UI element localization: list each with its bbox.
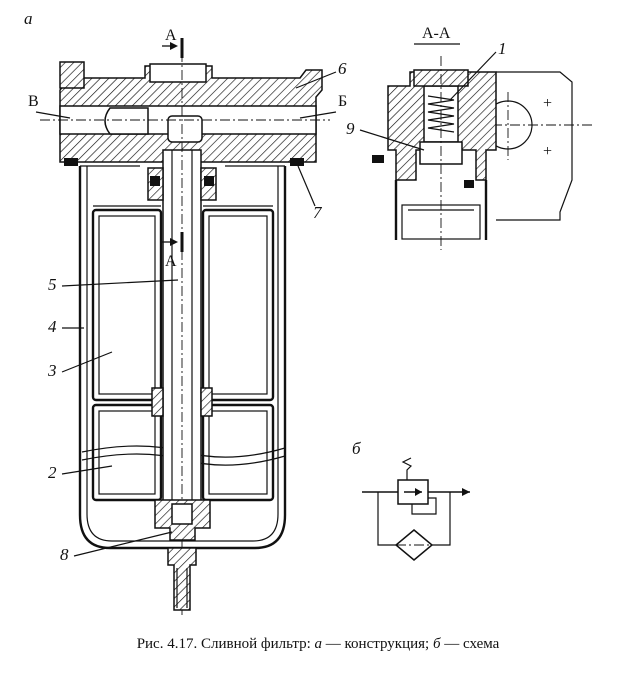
caption-b-text: — схема [440,636,500,652]
mid-coupling-right [200,387,213,417]
seal-right [290,158,304,166]
callout-4: 4 [48,317,57,336]
drain-plug [167,547,197,611]
caption-prefix: Рис. 4.17. Сливной фильтр: [136,636,315,652]
callout-1: 1 [498,39,507,58]
port-inlet-label: В [28,93,39,110]
callout-3: 3 [47,361,57,380]
caption-a-text: — конструкция; [322,636,433,652]
o-ring-left [150,176,160,186]
top-nut [149,63,207,83]
bolt-head [59,61,85,89]
caption-a-letter: а [314,636,323,652]
valve-spring-symbol [401,457,413,480]
filter-element-upper [91,205,275,402]
center-nut [167,115,203,143]
port-outlet-label: Б [338,93,347,110]
section-view: А-А + + 1 9 [346,25,592,250]
section-body-outline [496,71,573,221]
plus-mark-1: + [543,95,552,112]
view-label-b: б [352,439,361,458]
callout-6: 6 [338,59,347,78]
bore-plug [104,107,149,135]
scheme-branch-right [430,492,451,546]
caption-b-letter: б [432,636,441,652]
callout-5: 5 [48,275,57,294]
view-label-a: а [24,9,33,28]
callout-9: 9 [346,119,355,138]
main-view: а [24,9,347,615]
seal-left [64,158,78,166]
hydraulic-scheme: б [352,439,470,561]
figure-caption: Рис. 4.17. Сливной фильтр: а — конструкц… [0,636,636,653]
callout-7: 7 [313,203,323,222]
mid-coupling-left [151,387,164,417]
o-ring-right [204,176,214,186]
callout-2: 2 [48,463,57,482]
section-body-walls [394,180,488,240]
drain-valve-seat [171,503,193,525]
section-title: А-А [422,25,451,42]
section-mark-mid: А [165,253,177,270]
plus-mark-2: + [543,143,552,160]
section-mark-top: А [165,27,177,44]
scheme-branch-left [377,492,398,546]
filter-element-lower [91,403,275,502]
callout-8: 8 [60,545,69,564]
